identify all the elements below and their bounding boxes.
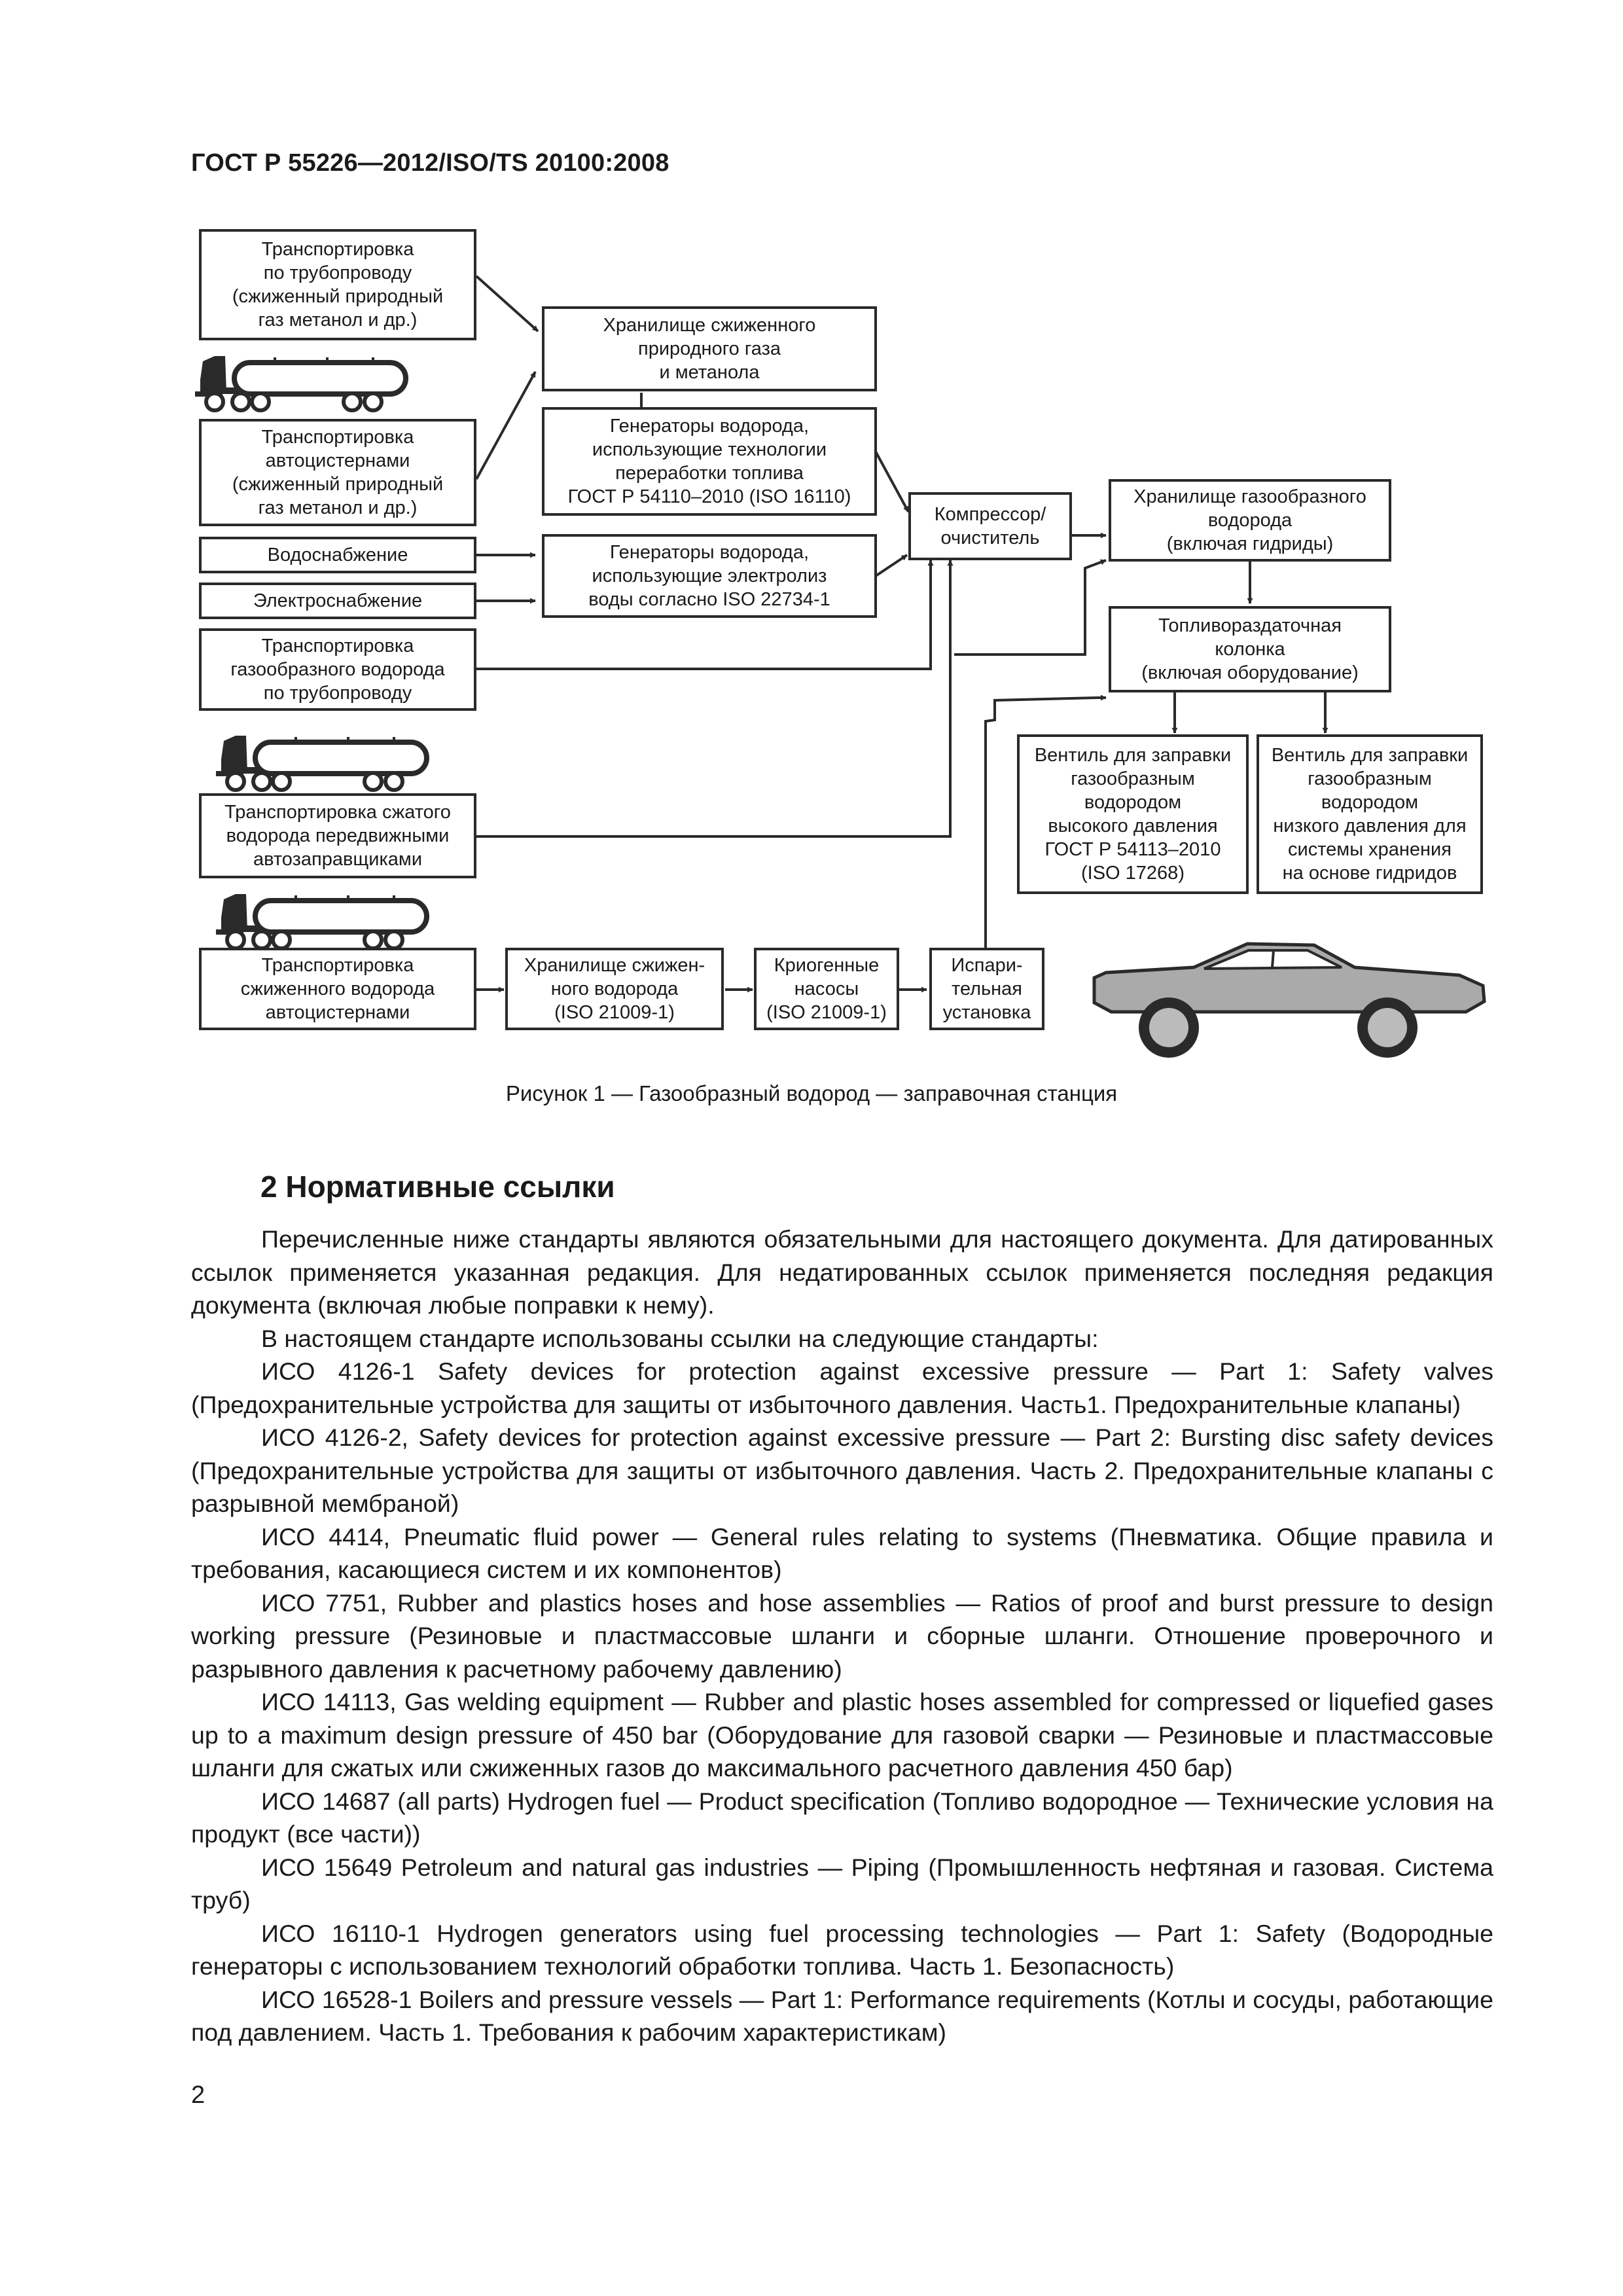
box-power-supply: Электроснабжение (199, 583, 476, 619)
reference-item: ИСО 16528-1 Boilers and pressure vessels… (191, 1985, 1493, 2047)
reference-item: ИСО 14113, Gas welding equipment — Rubbe… (191, 1688, 1493, 1782)
box-vaporizer: Испари- тельная установка (929, 948, 1044, 1030)
tanker-truck-icon (195, 356, 406, 410)
section-body: Перечисленные ниже стандарты являются об… (191, 1223, 1493, 2049)
box-high-pressure-valve: Вентиль для заправки газообразным водоро… (1017, 734, 1249, 894)
box-gas-storage: Хранилище газообразного водорода (включа… (1109, 479, 1391, 562)
section-title: 2 Нормативные ссылки (260, 1170, 615, 1204)
reference-item: ИСО 14687 (all parts) Hydrogen fuel — Pr… (191, 1787, 1493, 1848)
box-tanker-liquid: Транспортировка автоцистернами (сжиженны… (199, 419, 476, 526)
box-lh2-storage: Хранилище сжижен- ного водорода (ISO 210… (505, 948, 724, 1030)
box-mobile-refuelers: Транспортировка сжатого водорода передви… (199, 793, 476, 878)
sports-car-icon (1092, 942, 1486, 1058)
reference-item: ИСО 7751, Rubber and plastics hoses and … (191, 1588, 1493, 1683)
box-water-supply: Водоснабжение (199, 537, 476, 573)
box-electrolysis-generators: Генераторы водорода, использующие электр… (542, 534, 877, 618)
box-cryogenic-pumps: Криогенные насосы (ISO 21009-1) (754, 948, 899, 1030)
reference-item: ИСО 16110-1 Hydrogen generators using fu… (191, 1919, 1493, 1981)
box-dispenser: Топливораздаточная колонка (включая обор… (1109, 606, 1391, 692)
tanker-truck-icon (216, 894, 427, 948)
reference-item: ИСО 4414, Pneumatic fluid power — Genera… (191, 1522, 1493, 1584)
box-lng-storage: Хранилище сжиженного природного газа и м… (542, 306, 877, 391)
box-pipeline-gas: Транспортировка газообразного водорода п… (199, 628, 476, 711)
flow-diagram: Транспортировка по трубопроводу (сжиженн… (0, 0, 1623, 1126)
diagram-connectors (0, 275, 1486, 1058)
box-pipeline-liquid: Транспортировка по трубопроводу (сжиженн… (199, 229, 476, 340)
reference-item: ИСО 15649 Petroleum and natural gas indu… (191, 1853, 1493, 1914)
reference-item: ИСО 4126-1 Safety devices for protection… (191, 1357, 1493, 1418)
paragraph: В настоящем стандарте использованы ссылк… (261, 1324, 1099, 1352)
paragraph: Перечисленные ниже стандарты являются об… (191, 1225, 1493, 1319)
box-fuel-processing-generators: Генераторы водорода, использующие технол… (542, 407, 877, 516)
tanker-truck-icon (216, 736, 427, 790)
box-tanker-lh2: Транспортировка сжиженного водорода авто… (199, 948, 476, 1030)
box-compressor-purifier: Компрессор/ очиститель (908, 492, 1072, 560)
figure-caption: Рисунок 1 — Газообразный водород — запра… (505, 1081, 1118, 1105)
reference-item: ИСО 4126-2, Safety devices for protectio… (191, 1424, 1493, 1517)
document-header: ГОСТ Р 55226—2012/ISO/TS 20100:2008 (191, 149, 669, 177)
box-low-pressure-valve: Вентиль для заправки газообразным водоро… (1257, 734, 1483, 894)
page-number: 2 (191, 2081, 205, 2109)
